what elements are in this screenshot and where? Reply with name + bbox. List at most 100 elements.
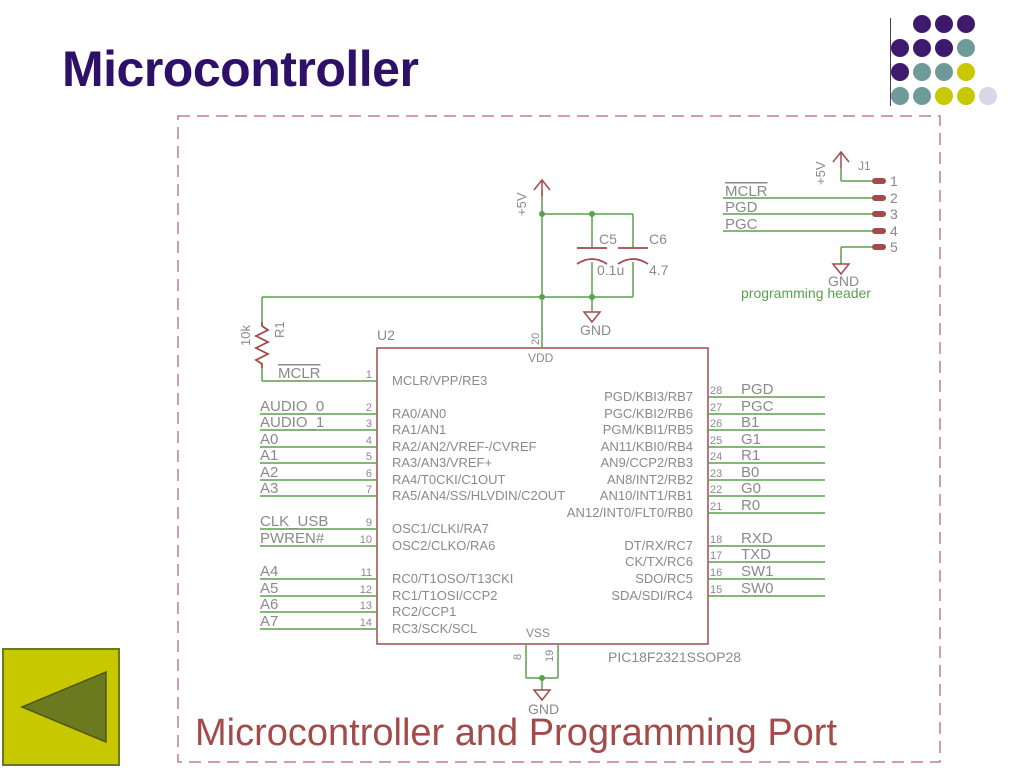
- capacitor-c6-symbol: [617, 247, 649, 265]
- chip-vss-pin-num-8: 8: [512, 654, 524, 660]
- pin-number: 28: [710, 385, 722, 397]
- net-label-sw0: SW0: [741, 580, 774, 597]
- pin-number: 12: [360, 584, 372, 596]
- pin-number: 6: [366, 468, 372, 480]
- pin-number: 15: [710, 584, 722, 596]
- chip-vss-pin-num-19: 19: [544, 650, 556, 662]
- net-label-a2: A2: [260, 464, 278, 481]
- net-label-r0: R0: [741, 497, 760, 514]
- pin-name-21: AN12/INT0/FLT0/RB0: [567, 505, 693, 520]
- pin-name-6: RA4/T0CKI/C1OUT: [392, 472, 505, 487]
- pin-name-9: OSC1/CLKI/RA7: [392, 521, 489, 536]
- header-title: programming header: [741, 285, 871, 301]
- header-pin-number: 1: [890, 173, 898, 189]
- net-label-g0: G0: [741, 480, 761, 497]
- header-pin-2: [872, 195, 886, 201]
- header-ref: J1: [858, 159, 871, 173]
- cap-c5-value: 0.1u: [597, 262, 624, 278]
- header-net-mclr: MCLR: [725, 183, 768, 200]
- pin-name-16: SDO/RC5: [635, 571, 693, 586]
- slide-title: Microcontroller: [62, 41, 419, 97]
- ground-icon: [532, 689, 552, 702]
- pin-number: 25: [710, 435, 722, 447]
- pin-name-23: AN8/INT2/RB2: [607, 472, 693, 487]
- net-label-g1: G1: [741, 431, 761, 448]
- pin-name-10: OSC2/CLKO/RA6: [392, 538, 495, 553]
- pin-name-12: RC1/T1OSI/CCP2: [392, 588, 497, 603]
- net-label-pgd: PGD: [741, 381, 774, 398]
- pin-number: 13: [360, 600, 372, 612]
- chip-vss-label: VSS: [526, 626, 550, 640]
- header-ground-label: GND: [828, 273, 859, 289]
- pin-number: 22: [710, 484, 722, 496]
- pin-number: 2: [366, 402, 372, 414]
- header-net-pgc: PGC: [725, 216, 758, 233]
- pin-name-7: RA5/AN4/SS/HLVDIN/C2OUT: [392, 488, 565, 503]
- title-divider: [890, 18, 891, 106]
- schematic-frame: [177, 115, 941, 763]
- pin-name-2: RA0/AN0: [392, 406, 446, 421]
- pin-name-28: PGD/KBI3/RB7: [604, 389, 693, 404]
- net-label-r1: R1: [741, 447, 760, 464]
- junction-dots: [539, 211, 595, 681]
- net-label-rxd: RXD: [741, 530, 773, 547]
- pin-number: 23: [710, 468, 722, 480]
- net-label-clk-usb: CLK_USB: [260, 513, 328, 530]
- net-label-sw1: SW1: [741, 563, 774, 580]
- net-label-a5: A5: [260, 580, 278, 597]
- net-label-a0: A0: [260, 431, 278, 448]
- header-pin-3: [872, 211, 886, 217]
- header-wires: [723, 168, 876, 264]
- header-supply-arrow-icon: [832, 150, 850, 168]
- header-pin-number: 4: [890, 223, 898, 239]
- net-label-b1: B1: [741, 414, 759, 431]
- header-pin-5: [872, 244, 886, 250]
- net-label-pwren: PWREN#: [260, 530, 325, 547]
- pin-number: 17: [710, 550, 722, 562]
- resistor-r1-symbol: [253, 322, 271, 368]
- header-supply-label: +5V: [813, 161, 828, 185]
- cap-c6-value: 4.7: [649, 262, 669, 278]
- net-label-txd: TXD: [741, 546, 771, 563]
- pin-name-24: AN9/CCP2/RB3: [601, 455, 693, 470]
- supply-label: +5V: [514, 192, 529, 216]
- back-button[interactable]: [2, 648, 120, 766]
- header-pin-4: [872, 228, 886, 234]
- pin-name-11: RC0/T1OSO/T13CKI: [392, 571, 513, 586]
- pin-number: 14: [360, 617, 372, 629]
- pin-name-13: RC2/CCP1: [392, 604, 456, 619]
- pin-name-17: CK/TX/RC6: [625, 554, 693, 569]
- pin-number: 24: [710, 451, 722, 463]
- cap-c5-ref: C5: [599, 231, 617, 247]
- net-label-a3: A3: [260, 480, 278, 497]
- net-label-pgc: PGC: [741, 398, 774, 415]
- ground-icon: [831, 263, 851, 276]
- schematic-caption: Microcontroller and Programming Port: [195, 712, 837, 754]
- pin-name-18: DT/RX/RC7: [624, 538, 693, 553]
- pin-name-27: PGC/KBI2/RB6: [604, 406, 693, 421]
- ground-icon: [582, 311, 602, 324]
- pin-number: 5: [366, 451, 372, 463]
- net-label-audio-0: AUDIO_0: [260, 398, 324, 415]
- pin-name-5: RA3/AN3/VREF+: [392, 455, 492, 470]
- net-label-a4: A4: [260, 563, 278, 580]
- chip-vdd-pin-num: 20: [530, 333, 542, 345]
- chip-ref: U2: [377, 327, 395, 343]
- net-label-audio-1: AUDIO_1: [260, 414, 324, 431]
- pin-number: 1: [366, 369, 372, 381]
- net-label-a1: A1: [260, 447, 278, 464]
- supply-arrow-icon: [533, 178, 551, 196]
- pin-name-22: AN10/INT1/RB1: [600, 488, 693, 503]
- pin-number: 18: [710, 534, 722, 546]
- resistor-ref: R1: [272, 321, 287, 338]
- pin-number: 26: [710, 418, 722, 430]
- header-pin-1: [872, 178, 886, 184]
- pin-name-4: RA2/AN2/VREF-/CVREF: [392, 439, 537, 454]
- net-label-b0: B0: [741, 464, 759, 481]
- header-pin-number: 5: [890, 239, 898, 255]
- pin-number: 4: [366, 435, 372, 447]
- header-pin-number: 3: [890, 206, 898, 222]
- pin-number: 11: [361, 567, 372, 579]
- pin-number: 21: [710, 501, 722, 513]
